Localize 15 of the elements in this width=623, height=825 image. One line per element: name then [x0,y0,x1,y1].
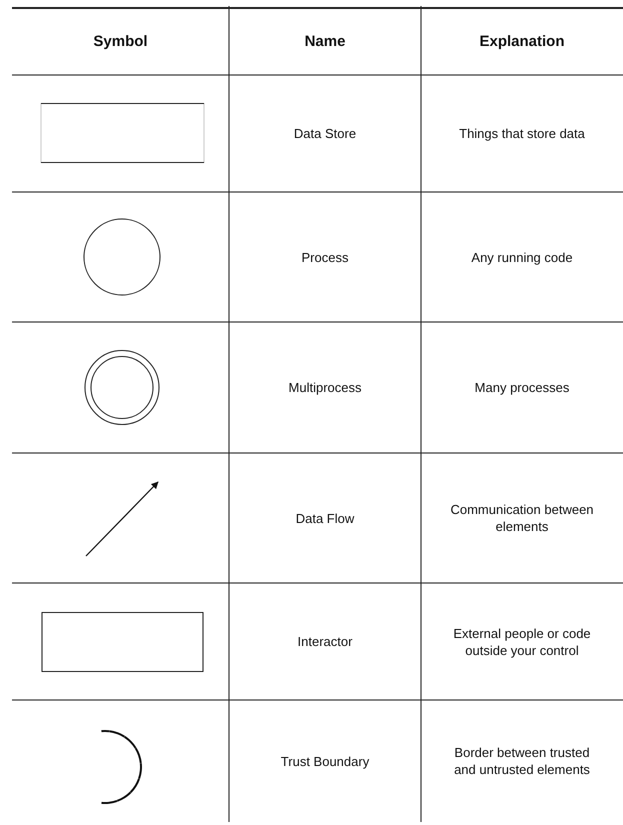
column-header: Symbol [93,33,148,50]
table-text: Trust Boundary [280,752,370,770]
table-text: Any running code [471,248,573,266]
table-text: Communication between elements [449,501,595,535]
table-text: Multiprocess [288,379,362,396]
table-text: External people or code outside your control [452,624,592,658]
table-text: Process [302,248,348,266]
table-text: Data Store [294,125,356,142]
column-header: Name [304,33,346,50]
table-text: Many processes [474,379,570,396]
column-header: Explanation [479,33,564,50]
table-text: Border between trusted and untrusted elements [453,744,591,778]
table-text: Interactor [298,633,352,650]
table-text: Things that store data [459,125,585,142]
table-text: Data Flow [296,510,354,526]
